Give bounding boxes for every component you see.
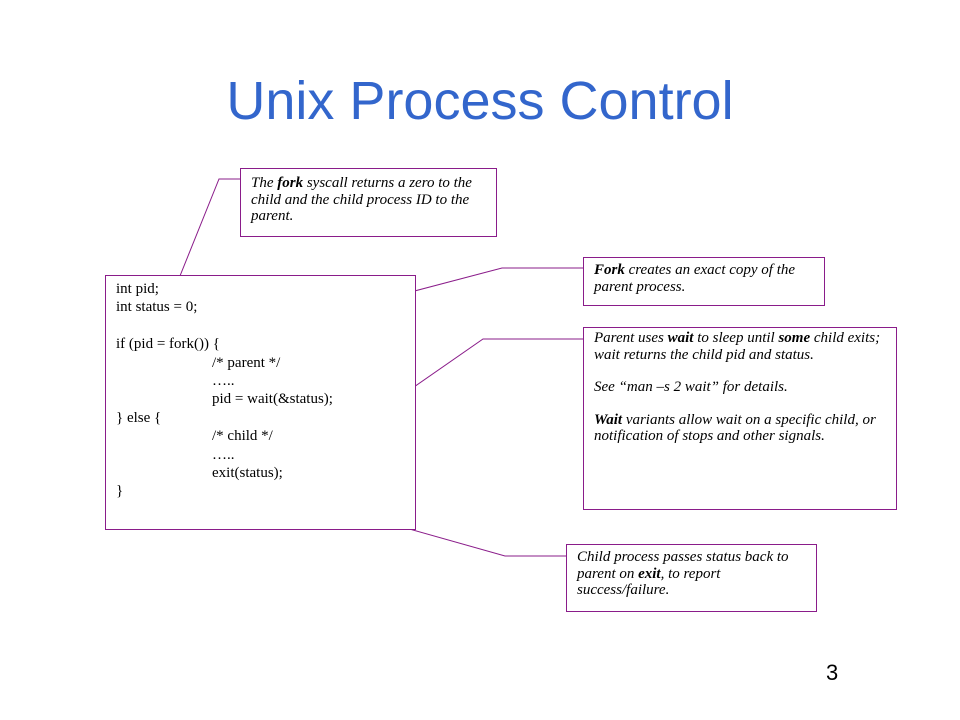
note-text: creates an exact copy of the parent proc… [594, 262, 796, 295]
code-line: /* parent */ [212, 354, 281, 371]
note-text: syscall returns a zero to the child and … [251, 175, 472, 224]
note-paragraph: Wait variants allow wait on a specific c… [594, 412, 886, 445]
note-keyword: Fork [594, 262, 625, 278]
note-text: child exits; wait returns the child pid … [594, 330, 881, 363]
note-keyword: some [778, 330, 811, 346]
note-keyword: Wait [594, 411, 623, 428]
note-paragraph: See “man –s 2 wait” for details. [594, 379, 788, 395]
code-line: ….. [212, 446, 235, 463]
slide-title: Unix Process Control [226, 71, 734, 131]
code-line: pid = wait(&status); [212, 391, 333, 408]
note-keyword: wait [667, 330, 694, 346]
note-text: , to report success/failure. [577, 565, 721, 599]
code-line: if (pid = fork()) { [116, 336, 220, 353]
note-wait: Parent uses wait to sleep until some chi… [583, 327, 897, 510]
code-line: } else { [116, 409, 162, 426]
note-keyword: fork [277, 175, 304, 191]
note-paragraph: Parent uses wait to sleep until some chi… [594, 330, 886, 363]
code-line [116, 317, 405, 335]
code-line: int status = 0; [116, 299, 198, 316]
code-line: exit(status); [212, 464, 283, 481]
note-text: Parent uses [594, 330, 668, 346]
note-fork-return: The fork syscall returns a zero to the c… [240, 168, 497, 237]
note-exit: Child process passes status back to pare… [566, 544, 817, 612]
note-fork-copy: Fork creates an exact copy of the parent… [583, 257, 825, 306]
code-snippet-box: int pid; int status = 0; if (pid = fork(… [105, 275, 416, 530]
code-line: ….. [212, 372, 235, 389]
page-number: 3 [826, 660, 839, 685]
code-line: /* child */ [212, 428, 273, 445]
code-line: int pid; [116, 281, 159, 297]
note-text: Child process passes status back to pare… [577, 549, 789, 582]
code-line: } [116, 483, 124, 500]
note-keyword: exit [638, 565, 661, 582]
note-text: to sleep until [693, 330, 779, 346]
note-text: The [251, 175, 278, 191]
note-text: variants allow wait on a specific child,… [594, 411, 876, 445]
